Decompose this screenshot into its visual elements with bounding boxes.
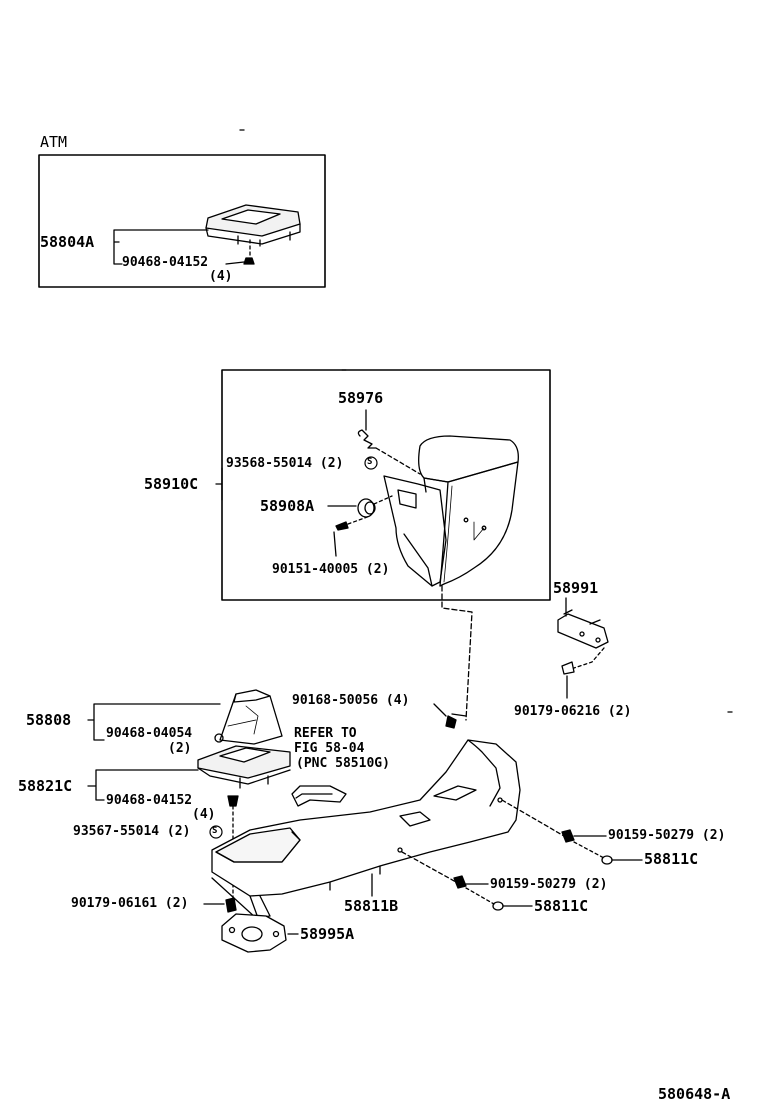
shift-bezel-58804A	[205, 204, 301, 247]
part-58811B: 58811B	[344, 897, 399, 915]
part-58908A: 58908A	[260, 497, 315, 515]
atm-inset-frame	[38, 154, 326, 288]
knob-58908A	[357, 498, 376, 518]
s-symbol-label-93567: S	[212, 826, 218, 836]
console-body-58811B	[211, 739, 521, 919]
refer-bracket	[291, 785, 347, 807]
part-90468-04054: 90468-04054	[106, 726, 193, 741]
qty-4-atm: (4)	[209, 269, 233, 284]
leader-90468-atm	[225, 261, 245, 265]
dash-right-lower-2	[465, 887, 495, 905]
part-58995A: 58995A	[300, 925, 355, 943]
part-58811C-lower: 58811C	[534, 897, 589, 915]
screw-90151	[333, 521, 349, 557]
part-90468-04152-atm: 90468-04152	[122, 255, 209, 270]
dash-58908A	[373, 495, 393, 505]
leader-58910C	[215, 467, 223, 501]
part-90151-40005: 90151-40005 (2)	[272, 562, 390, 577]
part-58976: 58976	[338, 389, 384, 407]
bezel-58821C	[197, 745, 291, 789]
spring-58976	[357, 429, 377, 449]
part-90179-06161: 90179-06161 (2)	[71, 896, 189, 911]
armrest-lid-58910C	[418, 435, 519, 587]
part-58811C-upper: 58811C	[644, 850, 699, 868]
qty-2: (2)	[168, 741, 192, 756]
s-symbol-93568	[364, 456, 378, 470]
dash-screw-90151	[347, 515, 371, 525]
part-90168-50056: 90168-50056 (4)	[292, 693, 410, 708]
s-symbol-93567	[209, 825, 223, 839]
nut-90179-06161	[225, 897, 237, 913]
figure-code: 580648-A	[658, 1085, 731, 1103]
shift-boot-58808	[219, 689, 283, 745]
part-58991: 58991	[553, 579, 599, 597]
part-93567-55014: 93567-55014 (2)	[73, 824, 191, 839]
nut-90179-06216	[561, 661, 575, 675]
part-93568-55014: 93568-55014 (2)	[226, 456, 344, 471]
clip-58811C-upper	[601, 855, 613, 865]
leader-58821C	[87, 769, 199, 801]
leader-90168	[433, 703, 447, 717]
dash-58991	[573, 647, 605, 669]
part-58808: 58808	[26, 711, 72, 729]
part-90159-50279-upper: 90159-50279 (2)	[608, 828, 726, 843]
leader-58804A	[113, 229, 209, 265]
dash-58976	[375, 447, 421, 475]
clip-58811C-lower	[492, 901, 504, 911]
part-58910C: 58910C	[144, 475, 199, 493]
clip-90468-04054	[214, 733, 224, 743]
part-58804A: 58804A	[40, 233, 95, 251]
part-90179-06216: 90179-06216 (2)	[514, 704, 632, 719]
dash-right-lower	[401, 851, 457, 883]
qty-4-console: (4)	[192, 807, 216, 822]
clip-90468-04152-console	[227, 795, 239, 807]
bracket-58995A	[221, 913, 287, 953]
bolt-90168	[445, 713, 467, 729]
dash-armrest-console	[441, 585, 473, 721]
armrest-inset-frame	[221, 369, 551, 601]
part-90159-50279-lower: 90159-50279 (2)	[490, 877, 608, 892]
part-90468-04152-console: 90468-04152	[106, 793, 193, 808]
screw-90159-upper	[561, 829, 575, 843]
refer-line-2: FIG 58-04	[294, 741, 365, 756]
part-58821C: 58821C	[18, 777, 73, 795]
clip-90468-04152-atm	[243, 257, 255, 265]
dash-right-upper	[501, 799, 565, 837]
armrest-base	[383, 475, 447, 587]
refer-line-1: REFER TO	[294, 726, 357, 741]
leader-58808	[87, 703, 221, 741]
bracket-58991	[557, 609, 609, 649]
s-symbol-label-93568: S	[367, 457, 373, 467]
refer-line-3: (PNC 58510G)	[296, 756, 390, 771]
dash-right-upper-2	[573, 841, 605, 859]
atm-label: ATM	[40, 133, 68, 151]
screw-90159-lower	[453, 875, 467, 889]
